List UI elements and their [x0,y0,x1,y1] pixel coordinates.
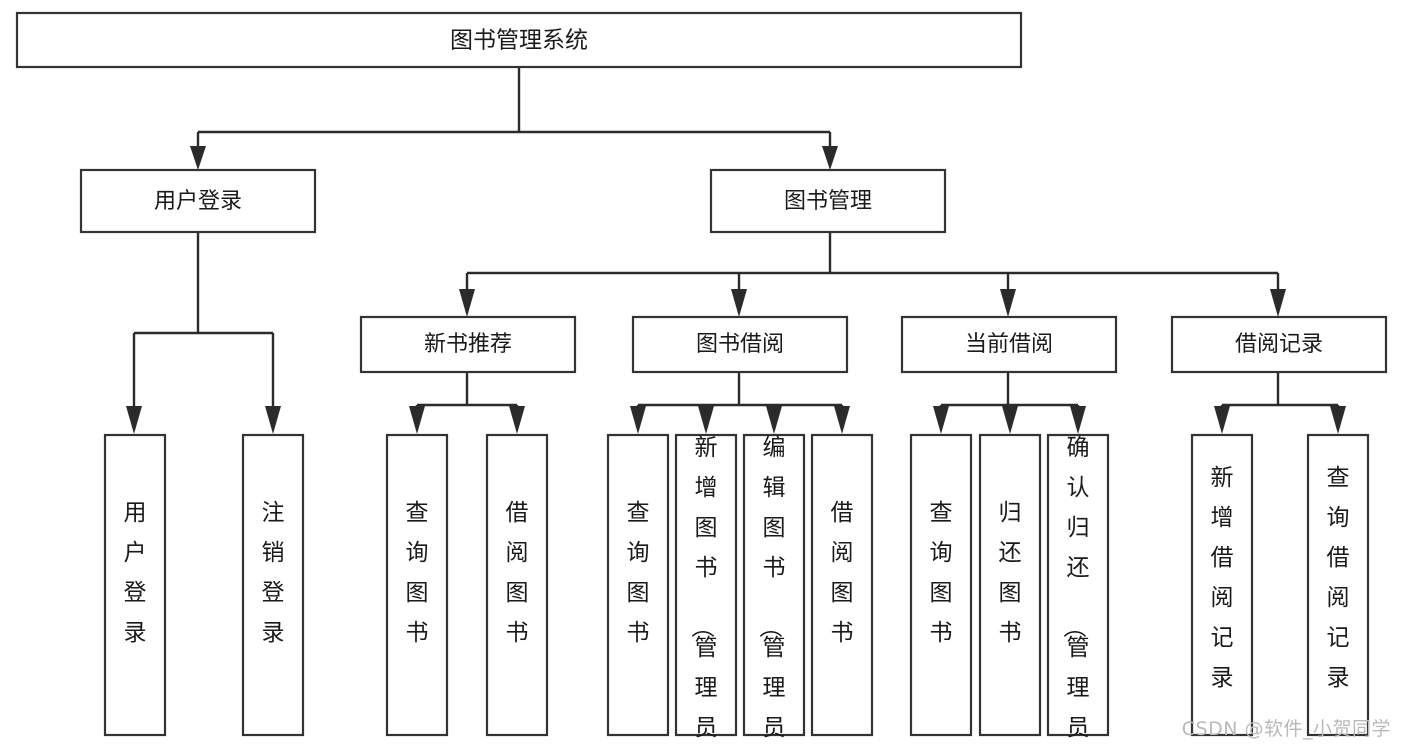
node-current-borrow-label: 当前借阅 [965,332,1053,357]
node-borrow-record-label: 借阅记录 [1235,332,1323,357]
node-borrow-record[interactable]: 借阅记录 [1170,315,1388,374]
leaf-node[interactable]: 借阅图书 [485,433,549,737]
leaf-label: 查询图书 [930,500,953,646]
connector-bookborrow-to-leaves [630,372,850,434]
node-new-book-recommend-label: 新书推荐 [424,332,512,357]
node-book-borrow[interactable]: 图书借阅 [631,315,849,374]
leaf-label: 查询图书 [627,500,650,646]
connector-userlogin-to-leaves [126,232,281,434]
leaf-label: 借阅图书 [831,500,854,646]
leaf-node[interactable]: 查询图书 [606,433,670,737]
leaf-label: 新增图书（管理员） [689,435,718,747]
leaf-label: 借阅图书 [506,500,529,646]
node-book-management-label: 图书管理 [784,189,872,214]
leaf-label: 编辑图书（管理员） [757,435,786,747]
node-current-borrow[interactable]: 当前借阅 [900,315,1118,374]
node-book-borrow-label: 图书借阅 [696,332,784,357]
leaf-node[interactable]: 查询图书 [385,433,449,737]
leaf-label: 用户登录 [124,500,147,646]
node-new-book-recommend[interactable]: 新书推荐 [359,315,577,374]
leaf-node[interactable]: 借阅图书 [810,433,874,737]
leaf-node[interactable]: 用户登录 [103,433,167,737]
leaf-label: 查询借阅记录 [1327,465,1350,691]
leaf-label: 新增借阅记录 [1211,465,1234,691]
leaf-label: 归还图书 [999,500,1022,646]
node-root-label: 图书管理系统 [450,28,588,54]
leaf-node[interactable]: 新增借阅记录 [1190,433,1254,737]
connector-bookmgmt-to-level3 [459,232,1286,317]
connector-borrowrecord-to-leaves [1214,372,1346,434]
node-root-system[interactable]: 图书管理系统 [15,11,1023,69]
leaf-node[interactable]: 编辑图书（管理员） [742,433,806,747]
leaf-node[interactable]: 确认归还（管理员） [1046,433,1110,747]
leaf-node[interactable]: 查询图书 [909,433,973,737]
node-book-management[interactable]: 图书管理 [709,168,947,234]
csdn-watermark: CSDN @软件_小贺同学 [1181,718,1391,740]
connector-root-to-level2 [190,67,838,170]
node-user-login[interactable]: 用户登录 [79,168,317,234]
leaf-node[interactable]: 注销登录 [241,433,305,737]
leaf-label: 确认归还（管理员） [1061,435,1090,747]
leaf-node[interactable]: 查询借阅记录 [1306,433,1370,737]
node-user-login-label: 用户登录 [154,189,242,214]
connector-newbook-to-leaves [409,372,525,434]
leaf-node[interactable]: 新增图书（管理员） [674,433,738,747]
leaf-label: 查询图书 [406,500,429,646]
leaf-label: 注销登录 [262,500,285,646]
leaf-node[interactable]: 归还图书 [978,433,1042,737]
connector-currentborrow-to-leaves [933,372,1086,434]
